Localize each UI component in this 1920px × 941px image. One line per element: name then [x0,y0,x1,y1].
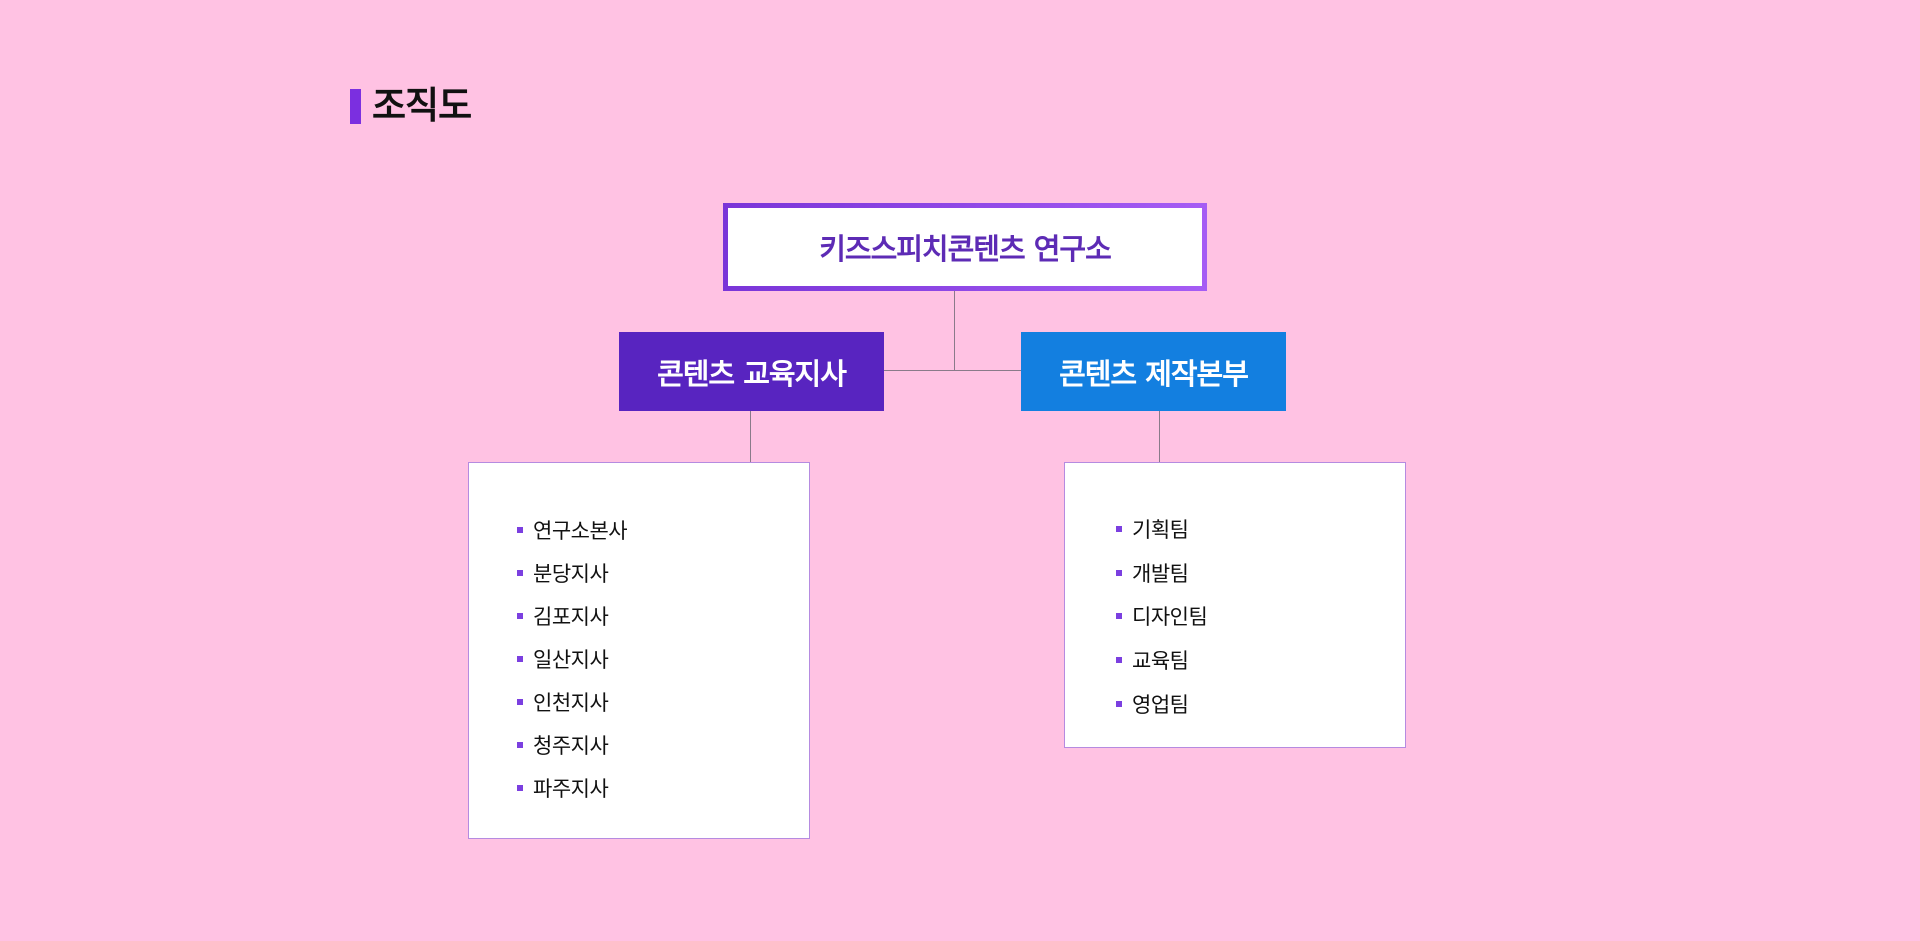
list-item: 일산지사 [517,637,627,680]
list-item-label: 청주지사 [533,733,609,758]
list-item-label: 영업팀 [1132,692,1189,717]
bullet-icon [1116,613,1122,620]
bullet-icon [517,784,523,791]
org-root-label: 키즈스피치콘텐츠 연구소 [819,232,1112,266]
list-item: 개발팀 [1116,551,1207,595]
bullet-icon [517,569,523,576]
connector-right-down [1159,411,1160,463]
list-item-label: 파주지사 [533,776,609,801]
list-item: 분당지사 [517,551,627,594]
list-item-label: 연구소본사 [533,518,628,543]
list-item-label: 김포지사 [533,604,609,629]
bullet-icon [1116,657,1122,664]
list-item-label: 기획팀 [1132,517,1189,542]
bullet-icon [1116,700,1122,707]
bullet-icon [1116,569,1122,576]
connector-left-down [750,411,751,463]
org-root-node: 키즈스피치콘텐츠 연구소 [723,203,1207,291]
production-division-list: 기획팀 개발팀 디자인팀 교육팀 영업팀 [1064,462,1406,748]
list-item: 연구소본사 [517,508,628,551]
list-item-label: 일산지사 [533,647,609,672]
list-item: 교육팀 [1116,638,1207,682]
list-item-label: 교육팀 [1132,649,1189,674]
list-item-label: 분당지사 [533,561,609,586]
page-title-text: 조직도 [372,84,472,127]
org-branch-production-label: 콘텐츠 제작본부 [1059,356,1249,391]
org-branch-education-label: 콘텐츠 교육지사 [657,356,847,391]
list-item-label: 인천지사 [533,690,609,715]
org-branch-production: 콘텐츠 제작본부 [1021,332,1286,411]
bullet-icon [517,526,523,533]
list-item: 김포지사 [517,594,627,637]
list-item: 파주지사 [517,766,627,809]
bullet-icon [517,741,523,748]
bullet-icon [517,612,523,619]
connector-horizontal [883,370,1021,371]
list-item-label: 디자인팀 [1132,605,1208,630]
list-item: 인천지사 [517,680,627,723]
list-item: 기획팀 [1116,507,1207,551]
list-item-label: 개발팀 [1132,561,1189,586]
org-branch-education: 콘텐츠 교육지사 [619,332,884,411]
page-title: 조직도 [350,84,472,127]
bullet-icon [517,698,523,705]
title-accent-bar [350,88,361,124]
education-branch-list: 연구소본사 분당지사 김포지사 일산지사 인천지사 청주지사 파주지사 [468,462,810,839]
list-item: 청주지사 [517,723,627,766]
list-item: 영업팀 [1116,682,1207,726]
bullet-icon [517,655,523,662]
bullet-icon [1116,525,1122,532]
list-item: 디자인팀 [1116,595,1208,639]
connector-root-down [954,291,955,371]
